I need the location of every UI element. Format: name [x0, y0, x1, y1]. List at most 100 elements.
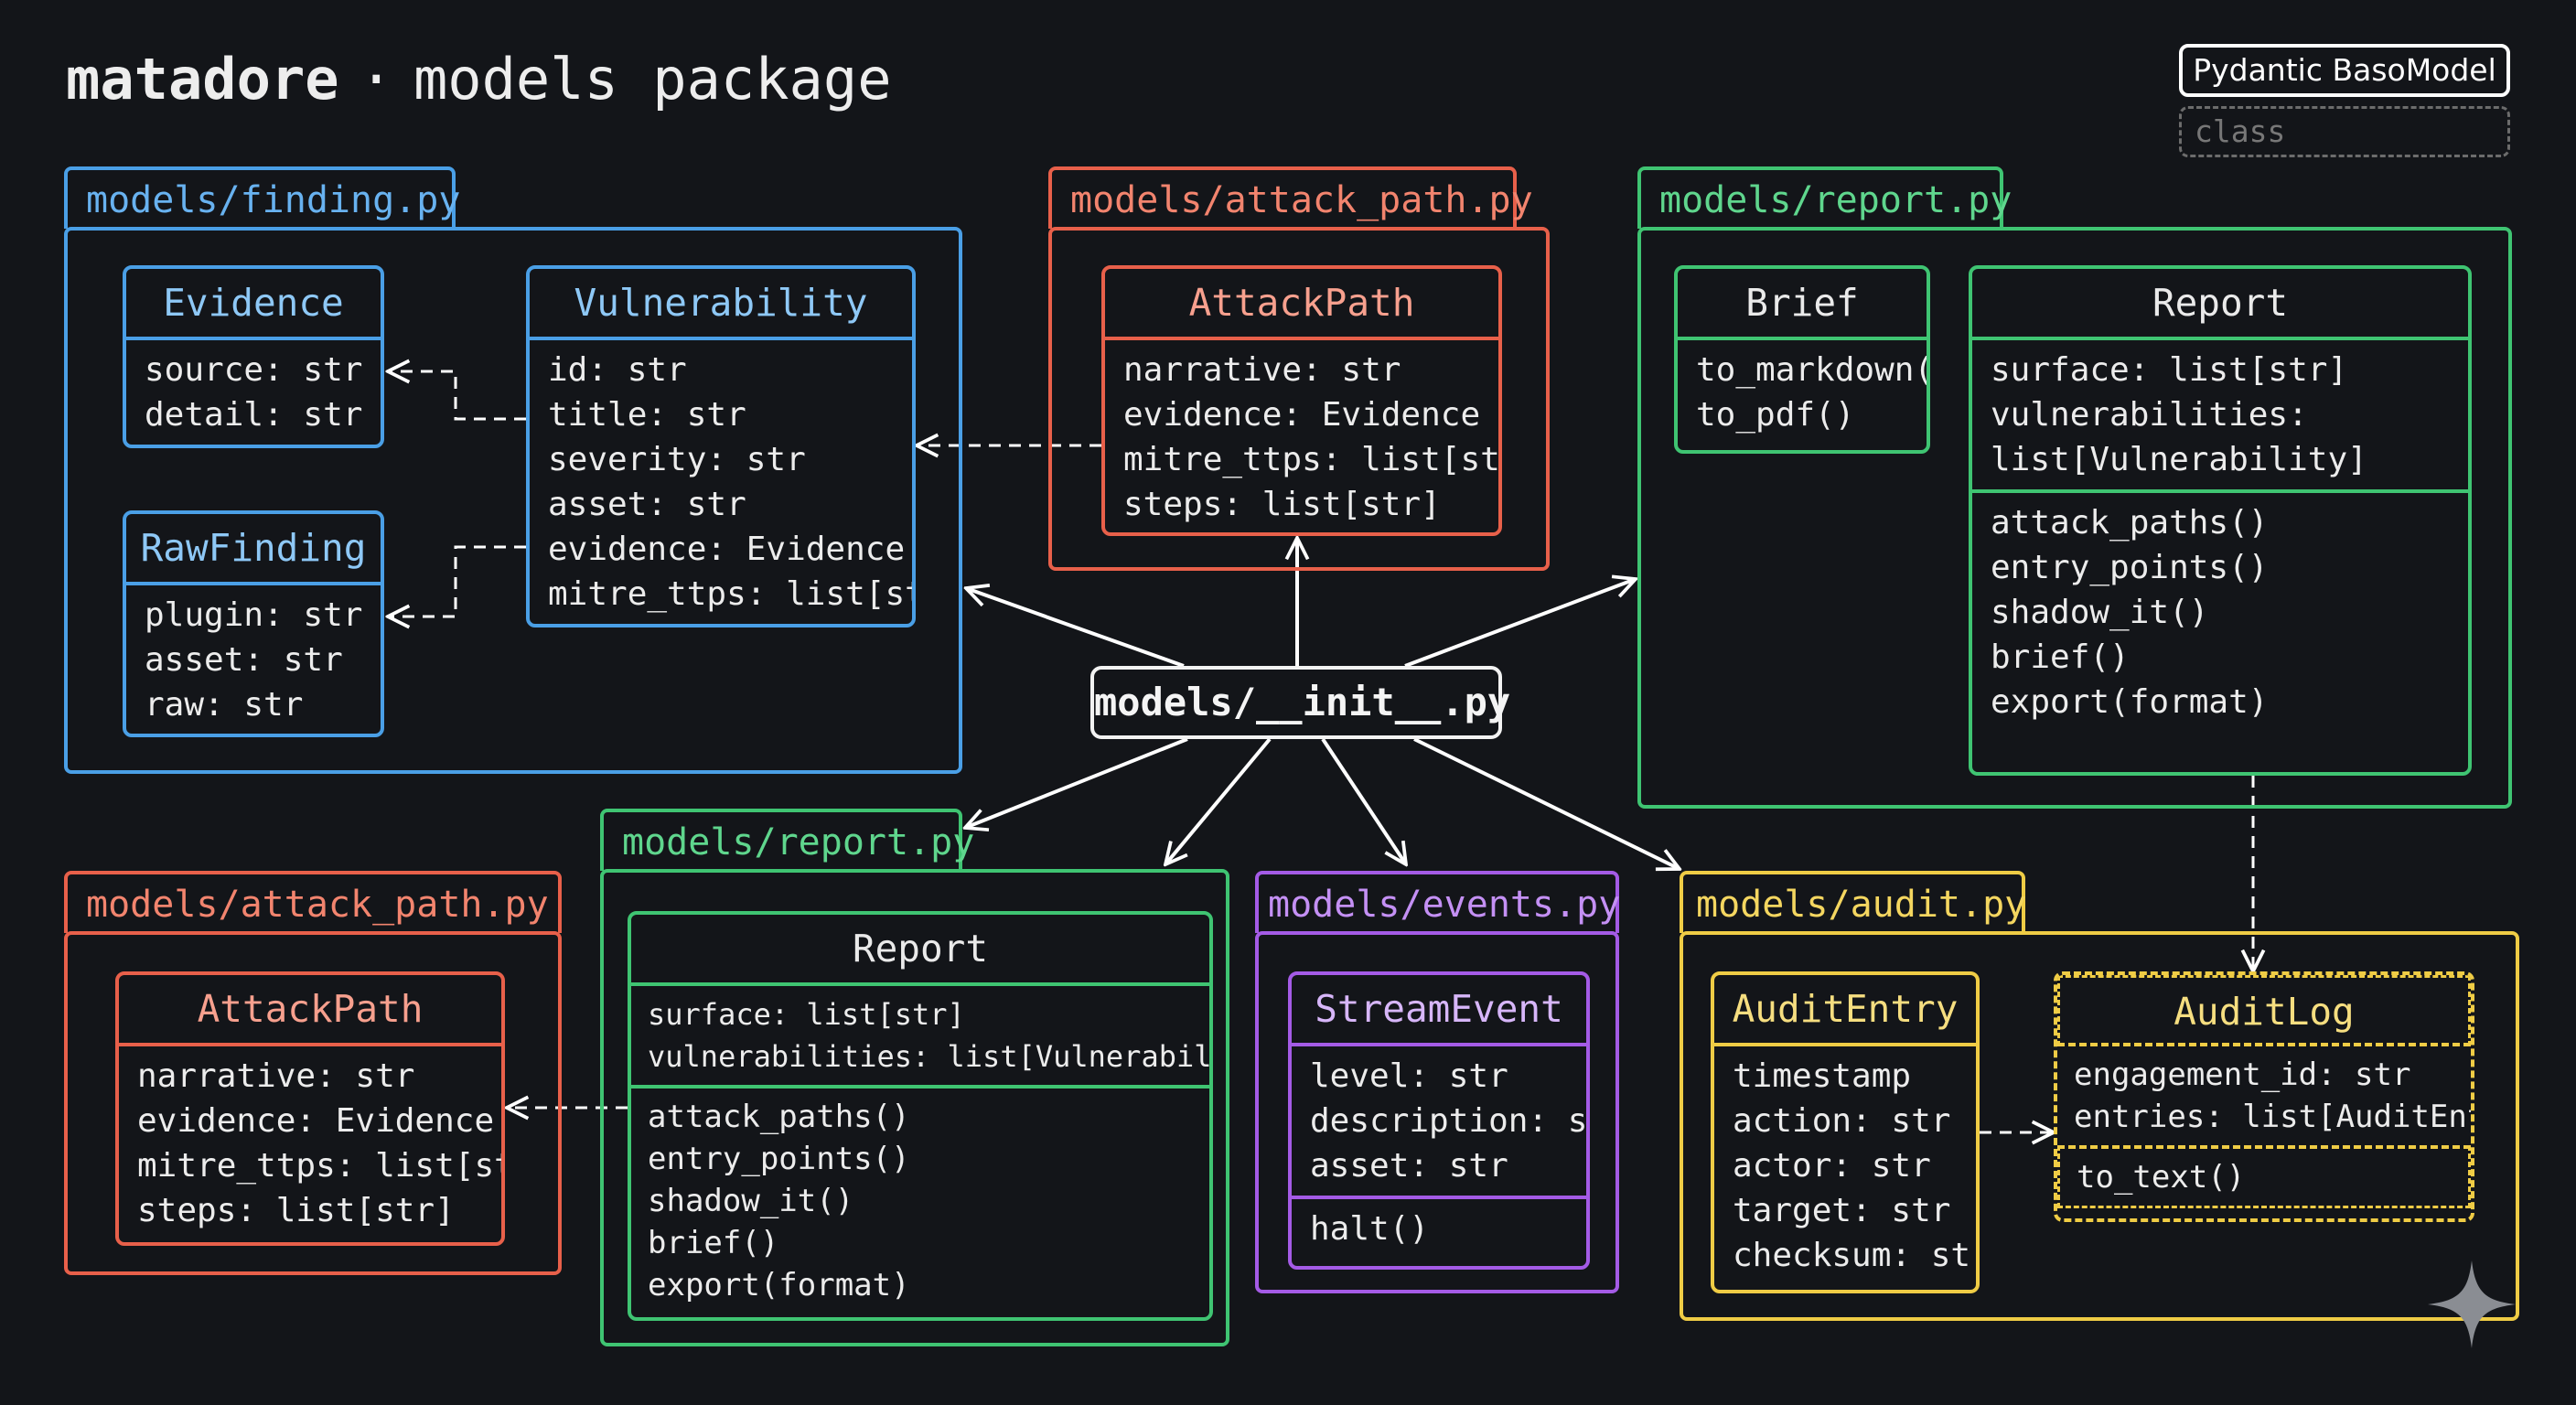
field: vulnerabilities: [1991, 396, 2308, 434]
class-attackpath: AttackPath narrative: str evidence: Evid… [1101, 265, 1502, 536]
export-report-bottom-arrow [965, 737, 1188, 828]
class-fields: narrative: str evidence: Evidence mitre_… [1105, 340, 1502, 532]
method: brief() [648, 1225, 779, 1261]
field: evidence: Evidence [548, 531, 906, 568]
init-module: models/__init__.py [1090, 666, 1510, 739]
method: export(format) [1991, 683, 2269, 721]
package-report-bottom [600, 869, 1229, 1346]
class-name: Vulnerability [530, 269, 912, 340]
method: to_markdown() [1696, 351, 1930, 389]
field: severity: str [548, 441, 806, 478]
export-events-arrow [1321, 737, 1406, 864]
class-fields: engagement_id: str entries: list[AuditEn… [2057, 1046, 2471, 1145]
field: list[Vulnerability] [1991, 441, 2367, 478]
sparkle-icon [2428, 1260, 2516, 1348]
class-name: AttackPath [119, 975, 501, 1046]
class-fields: plugin: str asset: str raw: str [126, 585, 381, 734]
export-attackpath-bottom-arrow [1165, 737, 1272, 864]
export-finding-arrow [966, 588, 1185, 668]
class-name: AttackPath [1105, 269, 1498, 340]
dep-vuln-evidence [388, 371, 526, 421]
page-title: matadore · models package [66, 46, 892, 113]
class-name: Report [1972, 269, 2468, 340]
method: entry_points() [648, 1141, 910, 1177]
field: action: str [1733, 1102, 1951, 1140]
field: checksum: str [1733, 1237, 1980, 1274]
class-name: AuditLog [2057, 975, 2471, 1046]
field: plugin: str [145, 596, 363, 634]
title-separator: · [359, 46, 393, 113]
field: asset: str [1310, 1147, 1508, 1185]
class-fields: level: str description: str asset: str [1292, 1046, 1586, 1196]
class-vulnerability: Vulnerability id: str title: str severit… [526, 265, 916, 627]
class-brief: Brief to_markdown() to_pdf() [1674, 265, 1930, 454]
method: to_text() [2077, 1159, 2246, 1196]
field: vulnerabilities: list[Vulnerability] [648, 1039, 1212, 1074]
export-audit-arrow [1413, 737, 1680, 869]
class-report: Report surface: list[str] vulnerabilitie… [1969, 265, 2472, 776]
package-tab-attack-path: models/attack_path.py [1048, 166, 1533, 229]
class-auditentry: AuditEntry timestamp action: str actor: … [1711, 971, 1980, 1293]
field: asset: str [145, 641, 343, 679]
legend-base-model: Pydantic BasoModel [2179, 44, 2510, 97]
class-fields: surface: list[str] vulnerabilities: list… [631, 986, 1209, 1085]
field: surface: list[str] [1991, 351, 2348, 389]
field: detail: str [145, 396, 363, 434]
field: level: str [1310, 1057, 1508, 1095]
field: asset: str [548, 486, 746, 523]
package-tab-attack-path-bottom: models/attack_path.py [64, 871, 562, 933]
field: evidence: Evidence [137, 1102, 495, 1140]
field: mitre_ttps: list[str] [137, 1147, 501, 1185]
class-name: StreamEvent [1292, 975, 1586, 1046]
package-tab-audit: models/audit.py [1680, 871, 2026, 933]
field: timestamp [1733, 1057, 1912, 1095]
package-tab-report-bottom: models/report.py [600, 809, 974, 871]
field: steps: list[str] [1123, 486, 1441, 523]
package-attack-path [1048, 227, 1550, 571]
field: surface: list[str] [648, 997, 965, 1032]
class-name: Brief [1678, 269, 1927, 340]
class-methods: halt() [1292, 1196, 1586, 1259]
package-tab-finding: models/finding.py [64, 166, 460, 229]
method: shadow_it() [1991, 594, 2209, 631]
class-fields: source: str detail: str [126, 340, 381, 445]
class-streamevent: StreamEvent level: str description: str … [1288, 971, 1590, 1270]
class-fields: narrative: str evidence: Evidence mitre_… [119, 1046, 501, 1240]
class-name: RawFinding [126, 514, 381, 585]
class-report-bottom: Report surface: list[str] vulnerabilitie… [628, 911, 1213, 1321]
method: attack_paths() [648, 1099, 910, 1135]
package-audit [1680, 931, 2519, 1321]
brand-name: matadore [66, 46, 339, 113]
class-methods: attack_paths() entry_points() shadow_it(… [631, 1085, 1209, 1314]
export-report-top-arrow [1404, 579, 1636, 668]
field: evidence: Evidence [1123, 396, 1481, 434]
method: brief() [1991, 638, 2130, 676]
class-name: AuditEntry [1714, 975, 1976, 1046]
method: to_pdf() [1696, 396, 1855, 434]
method: entry_points() [1991, 549, 2269, 586]
field: raw: str [145, 686, 304, 724]
field: narrative: str [1123, 351, 1401, 389]
class-rawfinding: RawFinding plugin: str asset: str raw: s… [123, 510, 384, 737]
class-methods: to_markdown() to_pdf() [1678, 340, 1927, 445]
field: steps: list[str] [137, 1192, 455, 1229]
field: mitre_ttps: list[str] [1123, 441, 1502, 478]
class-auditlog: AuditLog engagement_id: str entries: lis… [2054, 971, 2474, 1222]
field: entries: list[AuditEntry] [2074, 1099, 2471, 1135]
class-name: Report [631, 915, 1209, 986]
package-tab-events: models/events.py [1255, 871, 1620, 933]
package-finding [64, 227, 962, 774]
class-fields: surface: list[str] vulnerabilities: list… [1972, 340, 2468, 489]
field: mitre_ttps: list[str] [548, 575, 912, 613]
method: export(format) [648, 1267, 910, 1303]
field: actor: str [1733, 1147, 1931, 1185]
field: title: str [548, 396, 746, 434]
field: target: str [1733, 1192, 1951, 1229]
class-attackpath-bottom: AttackPath narrative: str evidence: Evid… [115, 971, 505, 1246]
method: shadow_it() [648, 1183, 854, 1219]
method: halt() [1310, 1210, 1430, 1248]
title-subtitle: models package [413, 46, 892, 113]
class-methods: attack_paths() entry_points() shadow_it(… [1972, 489, 2468, 732]
package-events [1255, 931, 1619, 1293]
field: engagement_id: str [2074, 1056, 2411, 1093]
